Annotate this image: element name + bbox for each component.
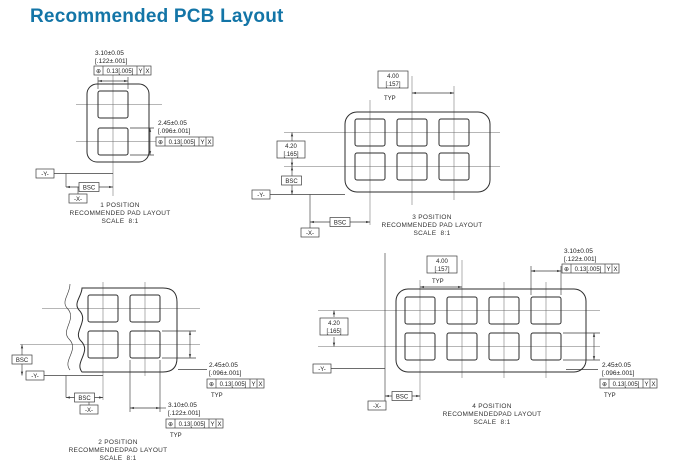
- datum-x: [79, 404, 99, 415]
- datum-y: [35, 168, 55, 179]
- datum-y: [251, 189, 271, 200]
- bsc: [74, 392, 95, 403]
- view-caption-scale: SCALE 8:1: [414, 230, 451, 237]
- fcf-pad-height: [155, 136, 214, 147]
- package-outline: [395, 288, 587, 373]
- bsc: [391, 391, 413, 401]
- bsc: [281, 175, 302, 186]
- view-1-position: 1 POSITION RECOMMENDED PAD LAYOUT SCALE …: [35, 50, 214, 225]
- pad-height-dimension: [158, 120, 191, 135]
- view-caption-subtitle: RECOMMENDED PAD LAYOUT: [70, 210, 171, 217]
- pad-width-dimension: [564, 248, 597, 263]
- pad-width-dimension: [168, 402, 201, 417]
- bsc: [11, 354, 33, 365]
- view-caption-subtitle: RECOMMENDEDPAD LAYOUT: [443, 411, 542, 418]
- view-caption-scale: SCALE 8:1: [474, 419, 511, 426]
- datum-x: [300, 227, 320, 238]
- bsc: [329, 217, 351, 227]
- view-caption-subtitle: RECOMMENDEDPAD LAYOUT: [69, 447, 168, 454]
- view-caption-title: 1 POSITION: [100, 202, 139, 209]
- datum-x: [367, 400, 387, 411]
- view-caption-title: 3 POSITION: [412, 214, 451, 221]
- pitch-dimension: [377, 70, 409, 89]
- fcf-pad-height: [599, 378, 658, 389]
- view-caption-scale: SCALE 8:1: [100, 455, 137, 462]
- package-outline: [86, 83, 150, 163]
- fcf-pad-width: [93, 65, 152, 76]
- bsc: [78, 182, 100, 192]
- view-caption-scale: SCALE 8:1: [102, 218, 139, 225]
- package-outline: [76, 287, 178, 373]
- fcf-pad-height: [206, 378, 265, 389]
- view-caption-title: 2 POSITION: [98, 439, 137, 446]
- typ: [170, 433, 182, 439]
- package-outline: [344, 111, 491, 193]
- fcf-pad-width: [561, 263, 620, 274]
- row-spacing-dimension: [276, 140, 306, 159]
- pad-height-dimension: [602, 362, 635, 377]
- break-line: [64, 283, 73, 371]
- page-title: Recommended PCB Layout: [30, 6, 284, 27]
- view-2-position: 2 POSITION RECOMMENDEDPAD LAYOUT SCALE 8…: [11, 282, 265, 462]
- row-spacing-dimension: [319, 317, 349, 336]
- typ: [604, 393, 616, 399]
- typ: [384, 96, 396, 102]
- pad-height-dimension: [209, 362, 242, 377]
- typ: [211, 393, 223, 399]
- pad-width-dimension: [95, 50, 128, 65]
- datum-x: [68, 193, 88, 204]
- view-caption-subtitle: RECOMMENDED PAD LAYOUT: [382, 222, 483, 229]
- view-3-position: 3 POSITION RECOMMENDED PAD LAYOUT SCALE …: [251, 70, 500, 238]
- fcf-pad-width: [165, 418, 224, 429]
- datum-y: [312, 363, 332, 374]
- typ: [432, 279, 444, 285]
- pitch-dimension: [426, 255, 458, 274]
- view-caption-title: 4 POSITION: [472, 403, 511, 410]
- datum-y: [25, 370, 45, 381]
- view-4-position: 4 POSITION RECOMMENDEDPAD LAYOUT SCALE 8…: [312, 248, 658, 426]
